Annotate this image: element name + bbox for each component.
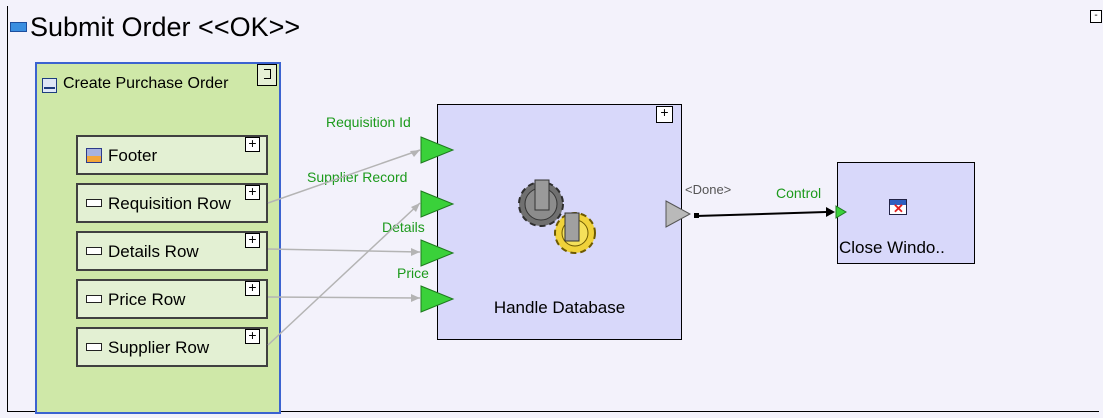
row-label: Requisition Row: [108, 194, 231, 213]
gear-icon: [518, 179, 596, 254]
footer-expand-button[interactable]: +: [245, 136, 260, 152]
connector-supplier-record: [267, 202, 421, 346]
group-label: Create Purchase Order: [63, 75, 229, 92]
row-footer[interactable]: Footer: [76, 135, 268, 175]
handle-database-label: Handle Database: [493, 298, 626, 317]
port-price: [420, 285, 455, 313]
row-icon: [86, 199, 102, 207]
input-label-details: Details: [382, 219, 425, 235]
supplier-expand-button[interactable]: +: [245, 328, 260, 344]
row-label: Price Row: [108, 290, 186, 309]
corner-collapse-button[interactable]: -: [1090, 10, 1102, 23]
port-requisition-id: [420, 136, 455, 164]
row-icon: [86, 343, 102, 351]
close-window-icon: [889, 199, 907, 216]
row-icon: [86, 295, 102, 303]
input-label-control: Control: [776, 185, 822, 201]
price-expand-button[interactable]: +: [245, 280, 260, 296]
form-icon: [42, 78, 57, 93]
port-details: [420, 239, 455, 267]
outer-frame: [7, 6, 1099, 412]
diagram-title: Submit Order <<OK>>: [30, 12, 301, 42]
row-label: Supplier Row: [108, 338, 210, 357]
connector-price: [267, 296, 421, 299]
input-ports: [420, 136, 455, 313]
row-requisition[interactable]: Requisition Row: [76, 183, 268, 223]
group-collapse-button[interactable]: [257, 64, 277, 86]
row-details[interactable]: Details Row: [76, 231, 268, 271]
connector-done-control: [695, 211, 827, 217]
port-done: [665, 200, 692, 228]
details-expand-button[interactable]: +: [245, 232, 260, 248]
connector-requisition-id: [267, 149, 421, 204]
minimize-icon[interactable]: [10, 22, 27, 32]
port-control: [835, 205, 847, 219]
port-supplier-record: [420, 190, 455, 218]
input-label-price: Price: [397, 265, 429, 281]
row-supplier[interactable]: Supplier Row: [76, 327, 268, 367]
output-label-done: <Done>: [685, 182, 732, 197]
row-price[interactable]: Price Row: [76, 279, 268, 319]
row-label: Details Row: [108, 242, 199, 261]
connector-details: [267, 248, 421, 253]
footer-icon: [86, 148, 102, 163]
row-label: Footer: [108, 146, 158, 165]
row-icon: [86, 247, 102, 255]
close-window-label: Close Windo..: [839, 238, 945, 257]
requisition-expand-button[interactable]: +: [245, 184, 260, 200]
handle-database-expand-button[interactable]: +: [656, 105, 673, 123]
input-label-requisition-id: Requisition Id: [326, 114, 411, 130]
